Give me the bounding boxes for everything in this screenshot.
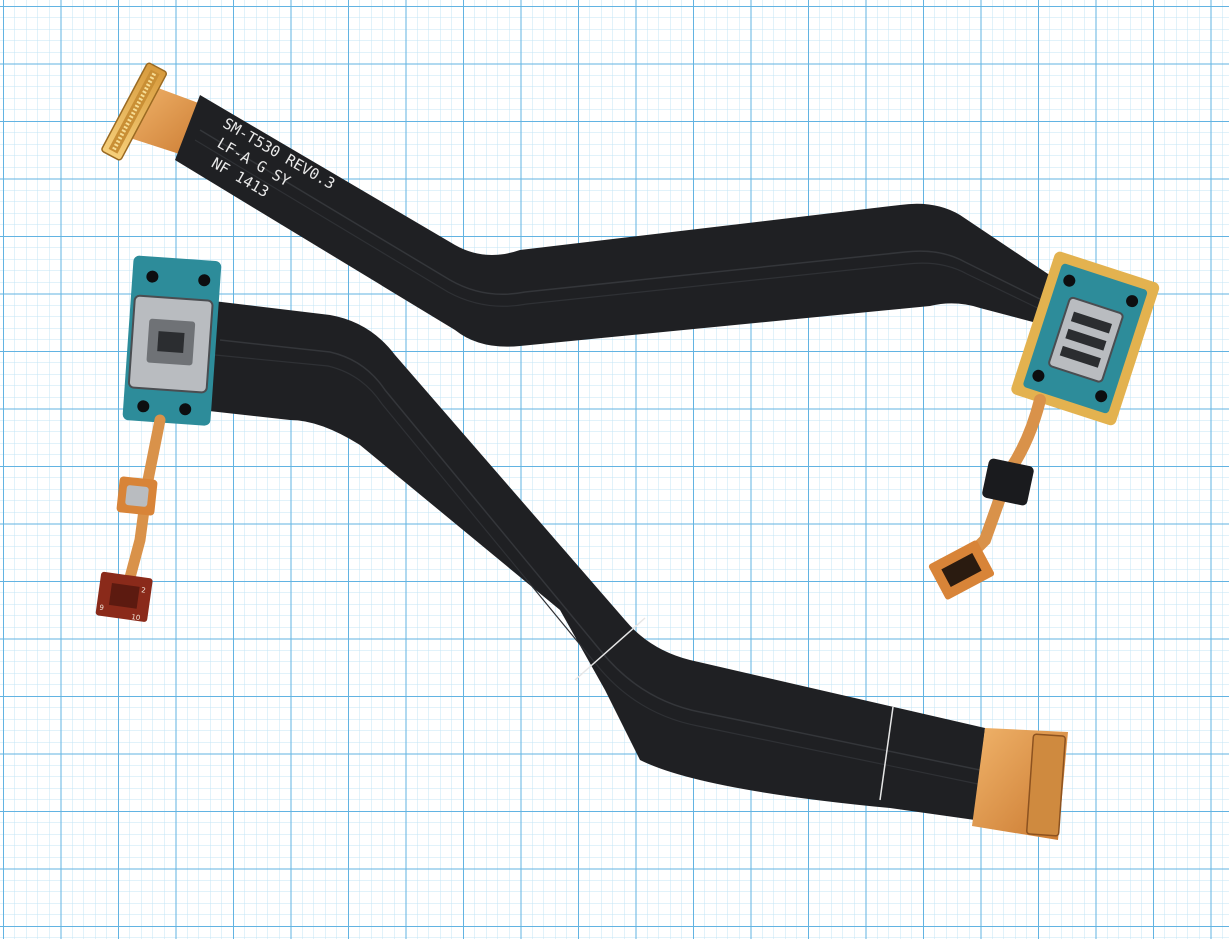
lower-ribbon-traces — [219, 339, 981, 771]
lower-ribbon-crease-1 — [574, 617, 646, 681]
flex-cable-upper: SM-T530 REV0.3 LF-A G SY NF 1413 — [101, 62, 1160, 600]
lower-usb-board — [122, 255, 222, 426]
lower-ribbon-crease-2 — [879, 706, 894, 801]
upper-usb-board — [1011, 251, 1160, 426]
upper-connector — [101, 62, 167, 161]
upper-ribbon-traces-2 — [194, 139, 1051, 315]
pad-number-10: 10 — [131, 613, 141, 622]
flex-cable-lower: 9 2 10 — [95, 255, 1068, 840]
pad-number-9: 9 — [99, 604, 105, 613]
lower-ribbon-traces-2 — [214, 354, 979, 785]
pad-number-2: 2 — [141, 586, 147, 595]
upper-black-chip — [982, 458, 1034, 506]
lower-ribbon — [200, 300, 985, 820]
upper-ribbon — [175, 95, 1060, 347]
lower-end-connector — [1026, 733, 1066, 837]
upper-ribbon-traces — [199, 129, 1053, 306]
lower-end-tab: 9 2 10 — [95, 571, 153, 622]
upper-end-connector — [928, 540, 995, 600]
microphone-capsule — [125, 485, 149, 507]
